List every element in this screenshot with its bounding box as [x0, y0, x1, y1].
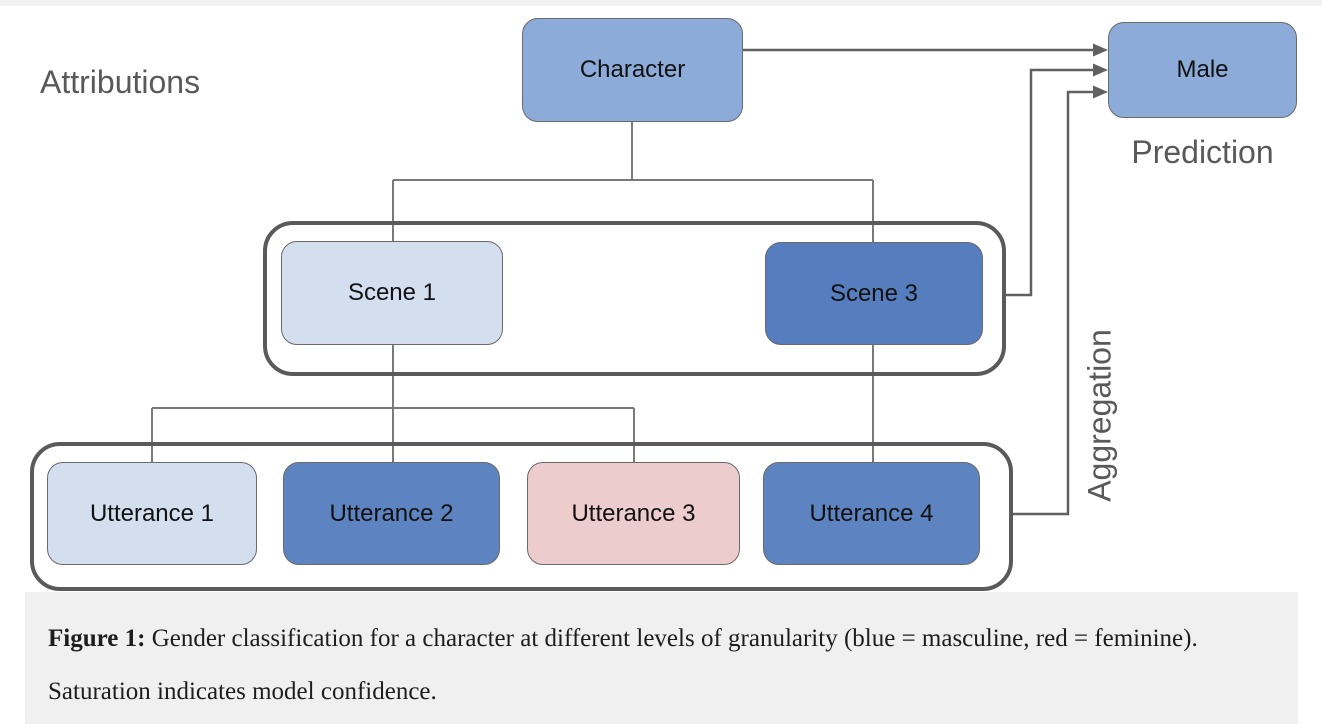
arrowhead-character-to-male: [1093, 43, 1108, 57]
label-prediction: Prediction: [1131, 134, 1274, 170]
scene-group-container: [263, 221, 1006, 376]
node-scene-3: Scene 3: [765, 242, 983, 345]
node-utterance-1: Utterance 1: [47, 462, 257, 565]
caption-figure-label: Figure 1:: [48, 625, 146, 652]
node-utterance-2: Utterance 2: [283, 462, 500, 565]
figure-caption: Figure 1: Gender classification for a ch…: [25, 592, 1298, 724]
page-top-strip: [0, 0, 1322, 6]
connector-utterance-aggregation: [1013, 90, 1095, 516]
label-aggregation: Aggregation: [1081, 329, 1118, 502]
label-attributions: Attributions: [40, 64, 201, 100]
node-scene-1: Scene 1: [281, 241, 503, 345]
figure-caption-text-block: Figure 1: Gender classification for a ch…: [48, 612, 1284, 718]
connector-scene-aggregation: [1006, 68, 1095, 297]
caption-text: Gender classification for a character at…: [48, 625, 1198, 705]
arrowhead-utterance-aggregation: [1093, 85, 1108, 99]
node-utterance-3: Utterance 3: [527, 462, 740, 565]
arrowhead-scene-aggregation: [1093, 63, 1108, 77]
node-male-prediction: Male: [1108, 22, 1297, 118]
node-character: Character: [522, 18, 743, 122]
node-utterance-4: Utterance 4: [763, 462, 980, 565]
utterance-group-container: [30, 442, 1013, 591]
